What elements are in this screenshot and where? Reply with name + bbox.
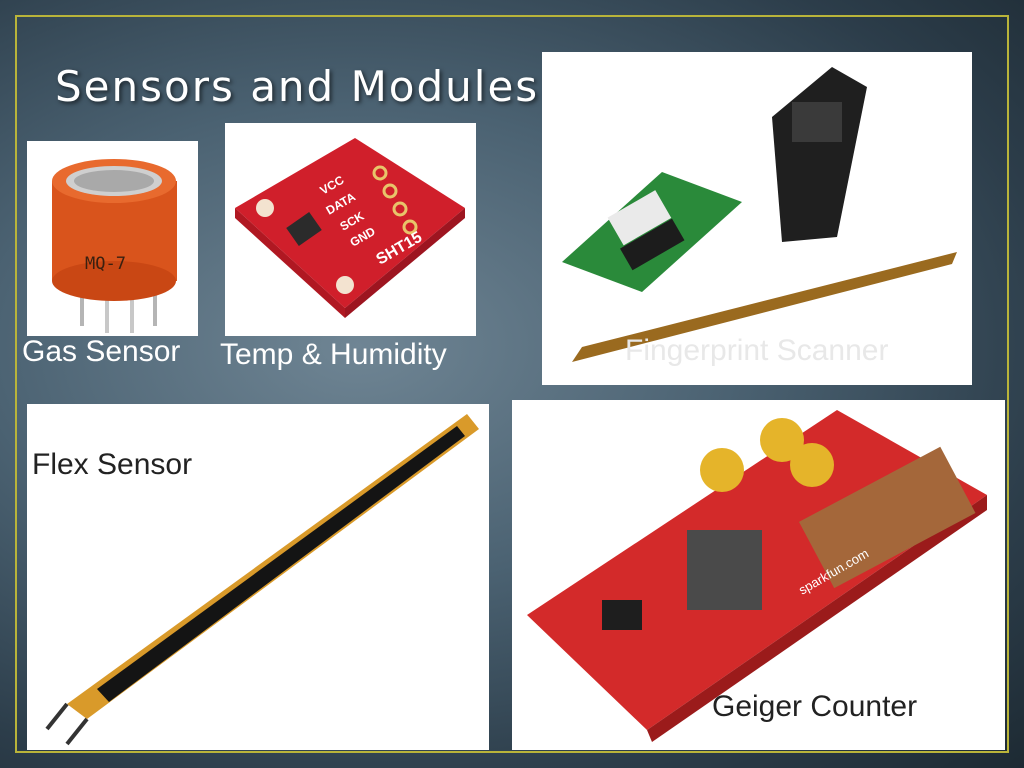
flex-sensor-photo [27,404,489,750]
gas-sensor-caption: Gas Sensor [22,335,181,368]
mq7-label: MQ-7 [85,254,126,274]
geiger-counter-photo: sparkfun.com [512,400,1005,750]
slide-frame [15,15,1009,753]
temp-humidity-caption: Temp & Humidity [220,338,447,371]
flex-sensor-caption: Flex Sensor [32,448,193,481]
geiger-counter-caption: Geiger Counter [712,690,918,723]
slide-title: Sensors and Modules [55,62,540,111]
temp-humidity-photo: VCC DATA SCK GND SHT15 [225,123,476,336]
fingerprint-scanner-caption: Fingerprint Scanner [625,334,889,367]
fingerprint-scanner-photo [542,52,972,385]
gas-sensor-photo: MQ-7 [27,141,198,336]
